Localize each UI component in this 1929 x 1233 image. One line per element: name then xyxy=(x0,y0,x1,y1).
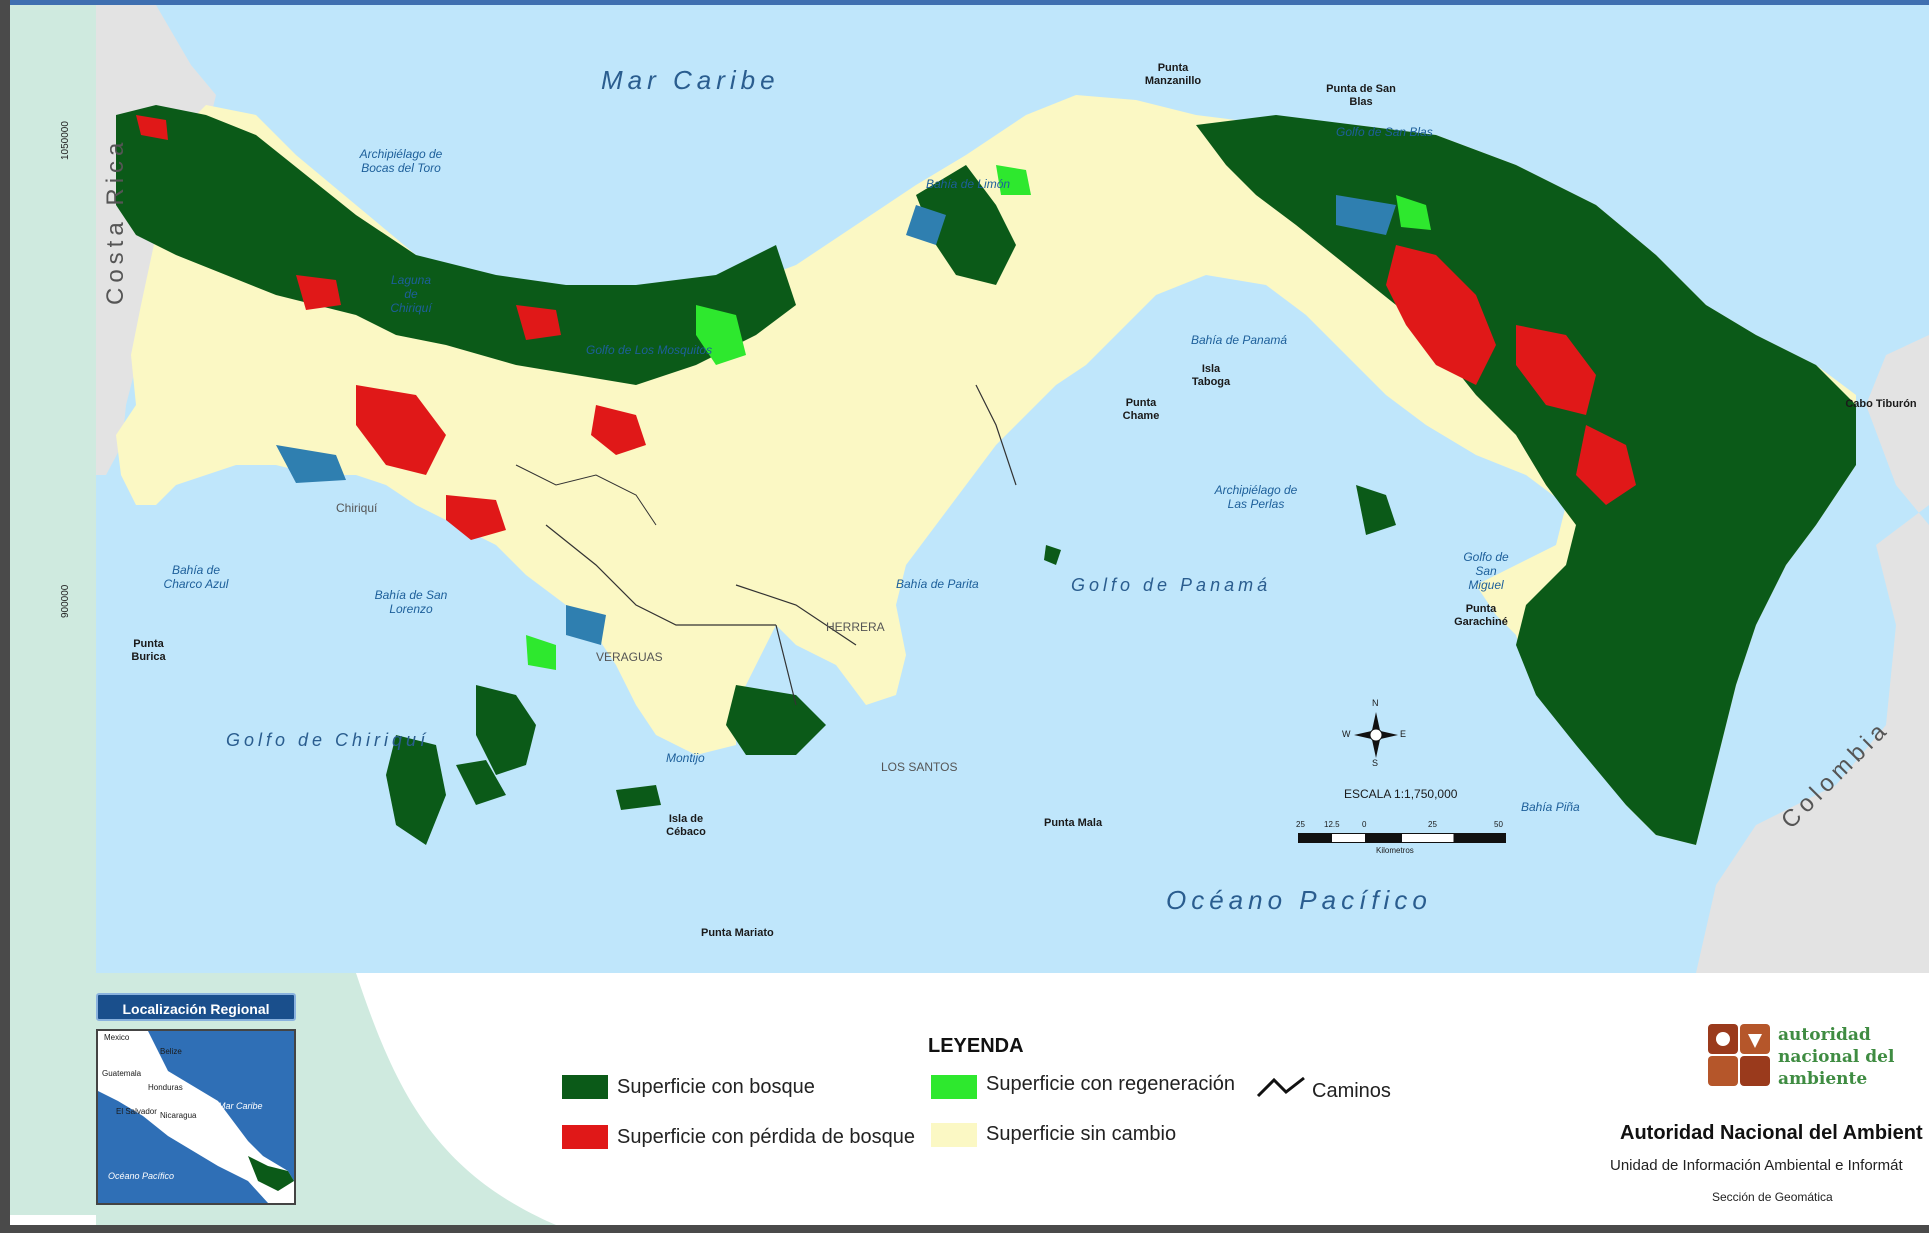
label-chiriqui-province: Chiriquí xyxy=(336,501,378,515)
inset-map: Mexico Belize Guatemala Honduras El Salv… xyxy=(96,1029,296,1205)
y-tick-900000: 900000 xyxy=(60,584,71,618)
legend-swatch-sin-cambio xyxy=(931,1123,977,1147)
label-archipielago-perlas: Archipiélago de Las Perlas xyxy=(1214,483,1298,511)
label-archipielago-bocas: Archipiélago de Bocas del Toro xyxy=(359,147,443,175)
legend-title: LEYENDA xyxy=(928,1035,1024,1057)
legend-road-icon xyxy=(1256,1076,1305,1098)
scale-tick-4: 50 xyxy=(1494,820,1503,829)
label-bahia-limon: Bahía de Limón xyxy=(926,177,1011,191)
scale-bar: 25 12.5 0 25 50 Kilometros xyxy=(1296,820,1506,860)
legend-swatch-perdida xyxy=(562,1125,608,1149)
inset-label-mexico: Mexico xyxy=(104,1033,130,1042)
agency-logo-text: autoridad nacional del ambiente xyxy=(1778,1024,1894,1090)
label-herrera-province: HERRERA xyxy=(826,620,885,634)
legend-swatch-bosque xyxy=(562,1075,608,1099)
compass-n: N xyxy=(1372,698,1379,708)
label-punta-mariato: Punta Mariato xyxy=(701,927,774,939)
label-montijo: Montijo xyxy=(666,751,705,765)
window-bottom-border xyxy=(0,1225,1929,1233)
label-punta-garachine: Punta Garachiné xyxy=(1454,603,1508,628)
label-golfo-panama: Golfo de Panamá xyxy=(1071,575,1272,595)
label-isla-cebaco: Isla de Cébaco xyxy=(666,813,706,838)
compass-e: E xyxy=(1400,729,1407,739)
inset-label-nicaragua: Nicaragua xyxy=(160,1111,197,1120)
label-costa-rica: Costa Rica xyxy=(102,137,129,305)
legend-panel xyxy=(96,973,1929,1225)
logo-line-1: autoridad xyxy=(1778,1025,1871,1045)
legend-label-perdida: Superficie con pérdida de bosque xyxy=(617,1126,915,1148)
label-punta-chame: Punta Chame xyxy=(1122,397,1160,422)
label-bahia-pina: Bahía Piña xyxy=(1521,800,1580,814)
label-punta-burica: Punta Burica xyxy=(131,638,166,663)
inset-label-el-salvador: El Salvador xyxy=(116,1107,157,1116)
label-mar-caribe: Mar Caribe xyxy=(601,65,780,95)
inset-label-belize: Belize xyxy=(160,1047,182,1056)
label-bahia-parita: Bahía de Parita xyxy=(896,577,979,591)
inset-title: Localización Regional xyxy=(96,993,296,1021)
label-bahia-panama: Bahía de Panamá xyxy=(1191,333,1288,347)
label-laguna-chiriqui: Laguna de Chiriquí xyxy=(390,273,432,315)
map-side-band xyxy=(10,5,96,1215)
legend-label-caminos: Caminos xyxy=(1312,1080,1391,1102)
scale-tick-1: 12.5 xyxy=(1324,820,1340,829)
logo-line-3: ambiente xyxy=(1778,1069,1868,1089)
label-punta-manzanillo: Punta Manzanillo xyxy=(1144,62,1202,87)
label-punta-san-blas: Punta de San Blas xyxy=(1326,83,1396,108)
label-isla-taboga: Isla Taboga xyxy=(1191,363,1231,388)
window-left-border xyxy=(0,0,10,1233)
inset-label-oceano: Océano Pacífico xyxy=(108,1171,175,1181)
legend-label-sin-cambio: Superficie sin cambio xyxy=(986,1123,1177,1145)
inset-label-honduras: Honduras xyxy=(148,1083,183,1092)
agency-section: Sección de Geomática xyxy=(1712,1190,1833,1204)
logo-line-2: nacional del xyxy=(1778,1047,1895,1067)
inset-label-guatemala: Guatemala xyxy=(102,1069,142,1078)
agency-name: Autoridad Nacional del Ambient xyxy=(1620,1122,1923,1144)
label-cabo-tiburon: Cabo Tiburón xyxy=(1845,398,1917,410)
label-golfo-mosquitos: Golfo de Los Mosquitos xyxy=(586,343,713,357)
legend-swatch-regeneracion xyxy=(931,1075,977,1099)
scale-tick-3: 25 xyxy=(1428,820,1437,829)
compass-w: W xyxy=(1342,729,1351,739)
agency-unit: Unidad de Información Ambiental e Inform… xyxy=(1610,1157,1903,1174)
scale-ratio: ESCALA 1:1,750,000 xyxy=(1344,787,1458,801)
label-los-santos-province: LOS SANTOS xyxy=(881,760,958,774)
regional-location-inset: Localización Regional Mexico Belize Guat… xyxy=(96,993,296,1205)
agency-logo-icon xyxy=(1708,1024,1770,1086)
legend-label-regeneracion: Superficie con regeneración xyxy=(986,1073,1236,1095)
label-bahia-san-lorenzo: Bahía de San Lorenzo xyxy=(374,588,448,616)
window-top-bar xyxy=(0,0,1929,5)
inset-label-mar-caribe: Mar Caribe xyxy=(218,1101,263,1111)
compass-s: S xyxy=(1372,758,1379,768)
legend-label-bosque: Superficie con bosque xyxy=(617,1076,815,1098)
label-oceano-pacifico: Océano Pacífico xyxy=(1166,885,1432,915)
label-golfo-san-miguel: Golfo de San Miguel xyxy=(1463,550,1509,592)
scale-unit: Kilometros xyxy=(1376,846,1414,855)
scale-tick-2: 0 xyxy=(1362,820,1367,829)
label-golfo-chiriqui: Golfo de Chiriquí xyxy=(226,730,430,750)
label-golfo-san-blas: Golfo de San Blas xyxy=(1336,125,1433,139)
label-veraguas-province: VERAGUAS xyxy=(596,650,663,664)
panama-forest-map: Mar Caribe Océano Pacífico Golfo de Pana… xyxy=(96,5,1929,973)
label-bahia-charco-azul: Bahía de Charco Azul xyxy=(163,563,229,591)
scale-tick-0: 25 xyxy=(1296,820,1305,829)
label-punta-mala: Punta Mala xyxy=(1044,817,1103,829)
compass-rose: N S E W xyxy=(1342,698,1407,770)
y-tick-1050000: 1050000 xyxy=(60,121,71,160)
